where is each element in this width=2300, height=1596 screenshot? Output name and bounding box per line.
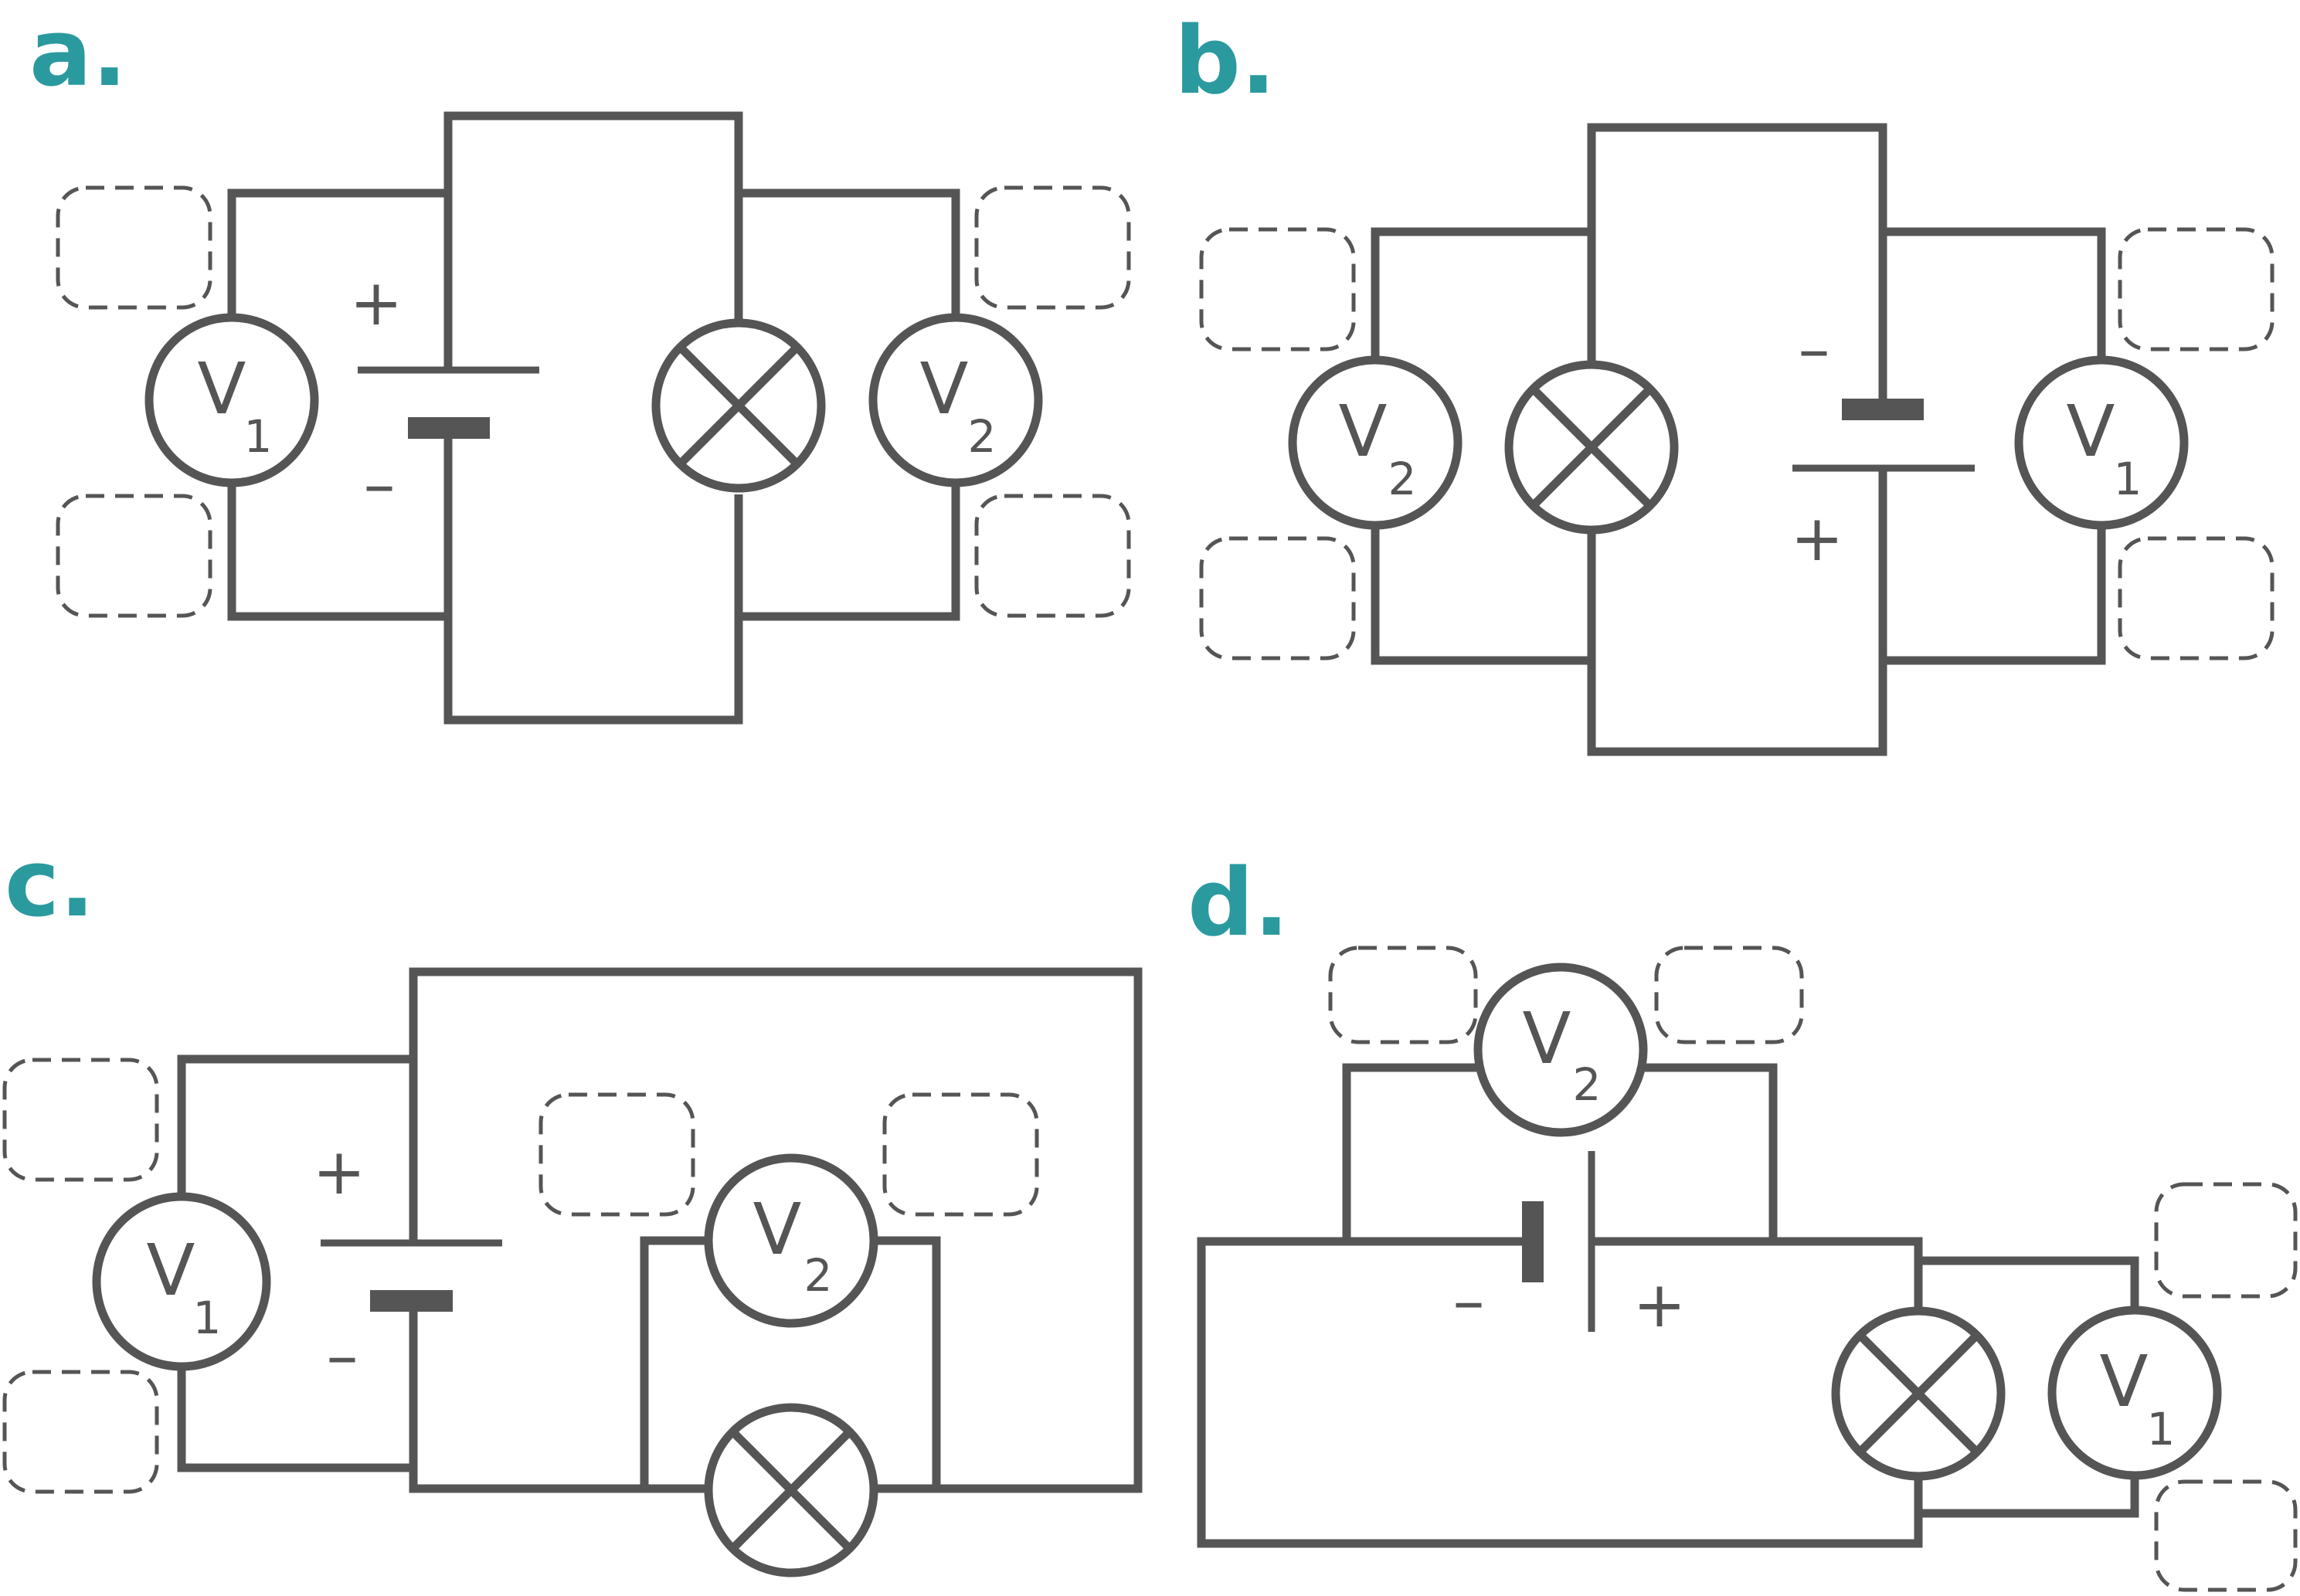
- panel-a-meter-2-sub: 2: [968, 410, 997, 463]
- panel-c-bulb-icon: [704, 1403, 878, 1577]
- panel-c-wire: [177, 1054, 413, 1196]
- panel-d-wire: [1592, 1237, 1923, 1309]
- panel-a-plus-sign: +: [350, 267, 403, 340]
- panel-b-placeholder-box: [2118, 227, 2275, 351]
- panel-c-voltmeter-2: [704, 1153, 878, 1328]
- panel-b-placeholder-box: [1199, 536, 1356, 660]
- panel-a-placeholder-box: [974, 185, 1131, 310]
- panel-d-plus-sign: +: [1633, 1268, 1687, 1342]
- panel-b-voltmeter-1: [2014, 355, 2189, 530]
- panel-b-minus-sign: –: [1799, 313, 1830, 386]
- panel-b-voltmeter-2: [1288, 355, 1463, 530]
- panel-d-wire: [1342, 1063, 1476, 1241]
- panel-b-placeholder-box: [1199, 227, 1356, 351]
- panel-b-circuit: [1199, 123, 2275, 756]
- panel-a-placeholder-box: [56, 185, 212, 310]
- panel-d-meter-1-letter: V: [1523, 997, 1571, 1080]
- panel-a-wire: [443, 111, 743, 367]
- panel-d-minus-sign: –: [1453, 1265, 1485, 1338]
- panel-b-wire: [1587, 123, 1887, 408]
- panel-d-wire: [1918, 1256, 2139, 1311]
- panel-a-meter-1-sub: 1: [244, 410, 273, 463]
- panel-c-label: c.: [5, 830, 95, 938]
- panel-b-wire: [1371, 227, 1592, 358]
- panel-c-circuit: [2, 967, 1143, 1577]
- panel-d-bulb-icon: [1831, 1306, 2006, 1481]
- panel-c-placeholder-box: [538, 1092, 695, 1217]
- panel-d-wire: [1197, 1237, 1923, 1548]
- panel-c-wire: [640, 1236, 709, 1489]
- panel-d-voltmeter-1: [2047, 1306, 2222, 1480]
- panel-d-placeholder-box: [2154, 1479, 2298, 1592]
- panel-a-minus-sign: –: [364, 448, 396, 521]
- panel-d-placeholder-box: [1654, 946, 1804, 1044]
- panel-c-wire: [874, 1236, 941, 1489]
- panel-c-voltmeter-1: [92, 1192, 271, 1371]
- panel-c-meter-1-sub: 1: [193, 1292, 222, 1344]
- panel-a-meter-1-letter: V: [198, 348, 246, 430]
- panel-a-label: a.: [29, 0, 127, 107]
- panel-d-voltmeter-2: [1473, 963, 1648, 1137]
- panel-c-wire: [409, 1300, 709, 1493]
- panel-a-voltmeter-1: [144, 313, 319, 487]
- panel-a-bulb-icon: [651, 318, 826, 493]
- panel-b-plus-sign: +: [1791, 502, 1844, 576]
- panel-b-wire: [1587, 469, 1887, 756]
- panel-b-bulb-icon: [1504, 360, 1679, 535]
- panel-a-meter-2-letter: V: [920, 348, 969, 430]
- panel-b-meter-1-sub: 2: [1388, 453, 1417, 505]
- panel-d-placeholder-box: [1328, 946, 1478, 1044]
- panel-c-wire: [177, 1367, 413, 1472]
- panel-a-wire: [739, 188, 960, 314]
- panel-b-wire: [1883, 227, 2106, 357]
- panel-d-wire: [1645, 1063, 1778, 1241]
- panel-c-minus-sign: –: [327, 1319, 358, 1393]
- panel-a-placeholder-box: [56, 494, 212, 618]
- panel-c-placeholder-box: [2, 1058, 159, 1182]
- panel-a-circuit: [56, 111, 1131, 725]
- panel-a-wire: [739, 487, 960, 621]
- panel-b-meter-1-letter: V: [1339, 390, 1388, 473]
- panel-c-placeholder-box: [882, 1092, 1039, 1217]
- panel-d-meter-1-sub: 2: [1573, 1058, 1602, 1111]
- panel-b-meter-2-letter: V: [2067, 390, 2115, 473]
- panel-b-meter-2-sub: 1: [2114, 453, 2142, 505]
- panel-b-placeholder-box: [2118, 536, 2275, 660]
- panel-a-wire: [227, 188, 448, 314]
- panel-b-label: b.: [1174, 8, 1276, 115]
- panel-d-placeholder-box: [2154, 1182, 2298, 1299]
- panel-a-wire: [227, 487, 448, 621]
- panel-d-label: d.: [1187, 850, 1289, 957]
- panel-a-placeholder-box: [974, 494, 1131, 618]
- panel-d-wire: [1918, 1474, 2139, 1518]
- panel-c-meter-2-sub: 2: [804, 1249, 833, 1302]
- panel-a-voltmeter-2: [868, 313, 1043, 487]
- panel-a-wire: [443, 426, 743, 725]
- panel-c-placeholder-box: [2, 1370, 159, 1494]
- panel-b-wire: [1371, 528, 1592, 665]
- panel-c-meter-2-letter: V: [753, 1188, 802, 1271]
- panel-c-plus-sign: +: [313, 1136, 366, 1209]
- panel-d-meter-2-letter: V: [2100, 1340, 2149, 1423]
- panel-c-meter-1-letter: V: [147, 1229, 195, 1312]
- panel-d-circuit: [1197, 946, 2298, 1592]
- panel-b-wire: [1883, 528, 2106, 665]
- panel-d-meter-2-sub: 1: [2147, 1403, 2176, 1455]
